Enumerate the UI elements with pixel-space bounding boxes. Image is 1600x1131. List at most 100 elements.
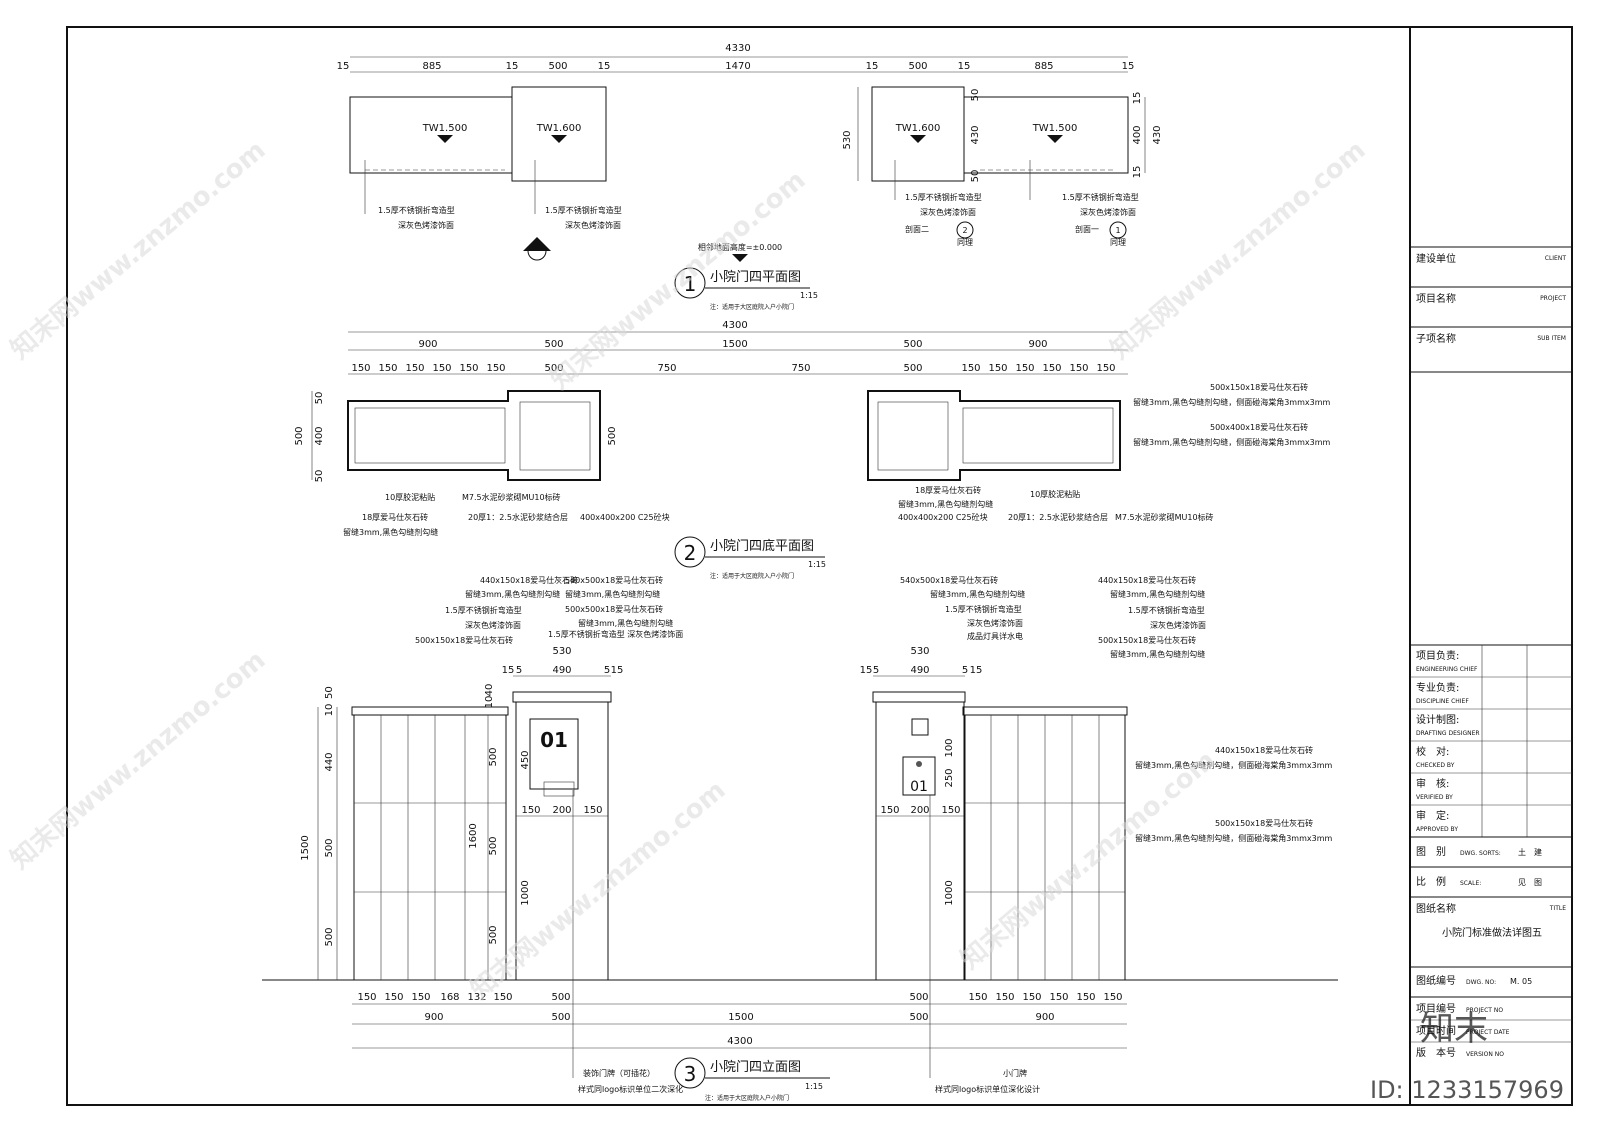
base-title-note: 注：适用于大区庭院入户小院门 [710, 572, 794, 580]
elev-b2-1: 500 [551, 1012, 570, 1023]
plan-side-r2: 50 [970, 170, 981, 183]
small-house-number: 01 [910, 779, 928, 795]
tb-ver-cn: 版 本号 [1416, 1046, 1456, 1059]
elev-nr-2: 1.5厚不锈钢折弯造型 [945, 604, 1022, 614]
elev-ps-1: 5 [516, 665, 522, 676]
tb-scale-val: 见 图 [1518, 878, 1542, 887]
sheet-border [66, 26, 1573, 1106]
level-marker-icon [910, 135, 926, 143]
elev-scale: 1:15 [805, 1082, 823, 1091]
elev-ih-0: 10 [484, 696, 495, 709]
elev-pw-1: 200 [552, 805, 571, 816]
base-nl-0: 10厚胶泥粘贴 [385, 492, 435, 502]
plan-sec-sub-1: 同理 [1110, 238, 1126, 247]
tb-name-en: TITLE [1549, 905, 1566, 912]
elev-rp-0: 100 [944, 738, 955, 757]
elev-pier-top-left: 530 [552, 646, 571, 657]
elev-nl-1: 留缝3mm,黑色勾缝剂勾缝 [465, 589, 560, 599]
tb-client-en: CLIENT [1545, 255, 1567, 262]
plan-tag-3: TW1.500 [1032, 123, 1078, 134]
plan-seg-8: 15 [958, 61, 971, 72]
base-ls-5: 150 [486, 363, 505, 374]
elev-b1-0: 150 [357, 992, 376, 1003]
elev-b1-1: 150 [384, 992, 403, 1003]
view-number-circle [674, 267, 706, 299]
tb-no-en: DWG. NO: [1466, 979, 1496, 986]
plan-pier-left [511, 86, 607, 182]
tb-ver-en: VERSION NO [1466, 1051, 1504, 1058]
elev-ns-1: 留缝3mm,黑色勾缝剂勾缝，侧面碰海棠角3mmx3mm [1135, 760, 1333, 770]
plan-note-b-3: 深灰色烤漆饰面 [920, 207, 976, 217]
watermark-brand: 知末 [1420, 1009, 1488, 1049]
base-top-3: 500 [903, 339, 922, 350]
tb-projdate-en: PROJECT DATE [1466, 1029, 1510, 1036]
elev-ih-1: 40 [484, 684, 495, 697]
elev-total-height: 1500 [300, 835, 311, 860]
plan-far-1: 400 [1132, 125, 1143, 144]
elev-psr-3: 5 [962, 665, 968, 676]
tb-row-4-en: VERIFIED BY [1416, 794, 1453, 801]
elev-ih-3: 500 [488, 836, 499, 855]
base-rs-3: 150 [1042, 363, 1061, 374]
elev-ps-3: 5 [604, 665, 610, 676]
plan-sec-num-1: 1 [1115, 226, 1120, 235]
elev-psr-4: 15 [970, 665, 983, 676]
plan-scale: 1:15 [800, 291, 818, 300]
plan-wall-left [349, 96, 513, 174]
elev-left-low: 1000 [520, 880, 531, 905]
base-title: 小院门四底平面图 [710, 538, 814, 554]
elev-right-pier-cap [872, 691, 966, 703]
elev-ns-3: 留缝3mm,黑色勾缝剂勾缝，侧面碰海棠角3mmx3mm [1135, 833, 1333, 843]
base-ms-2: 750 [791, 363, 810, 374]
base-lside-2: 50 [314, 470, 325, 483]
base-nr-0: 18厚爱马仕灰石砖 [915, 485, 981, 495]
tb-row-1-en: DISCIPLINE CHIEF [1416, 698, 1469, 705]
elev-right-low: 1000 [944, 880, 955, 905]
elev-bnl-0: 装饰门牌（可插花） [583, 1068, 655, 1078]
plan-ground-level: 相邻地面高度=±0.000 [698, 242, 782, 252]
plan-tag-0: TW1.500 [422, 123, 468, 134]
plan-tag-1: TW1.600 [536, 123, 582, 134]
elev-lh-0: 10 [324, 704, 335, 717]
plan-seg-2: 15 [506, 61, 519, 72]
base-ls-4: 150 [459, 363, 478, 374]
base-lside-0: 50 [314, 392, 325, 405]
watermark-text: 知末网www.znzmo.com [5, 645, 271, 875]
elev-ps-2: 490 [552, 665, 571, 676]
plan-pier-right [871, 86, 965, 182]
elev-b1-2: 150 [411, 992, 430, 1003]
watermark-text: 知末网www.znzmo.com [955, 745, 1221, 975]
base-ms-0: 500 [544, 363, 563, 374]
level-marker-icon [732, 254, 748, 262]
plan-sec-num-2: 2 [962, 226, 967, 235]
tb-row-2-en: DRAFTING DESIGNER [1416, 730, 1480, 737]
plan-elev-mark: 3 [534, 241, 539, 250]
logo-icon [916, 761, 922, 767]
level-marker-icon [1047, 135, 1063, 143]
elev-lh-3: 500 [324, 838, 335, 857]
elevation-arrow-icon [523, 237, 551, 251]
base-nr-3: 20厚1：2.5水泥砂浆结合层 [1008, 512, 1108, 522]
tb-no-val: M. 05 [1510, 977, 1532, 986]
base-nr-1: 留缝3mm,黑色勾缝剂勾缝 [898, 499, 993, 509]
elev-b1-12: 150 [1076, 992, 1095, 1003]
flower-slot [543, 781, 575, 797]
elev-left-wall [353, 714, 507, 981]
elev-rpw-1: 200 [910, 805, 929, 816]
base-scale: 1:15 [808, 560, 826, 569]
elev-b2-3: 500 [909, 1012, 928, 1023]
plan-view: 4330 15 885 15 500 15 1470 15 500 15 885… [337, 43, 1163, 311]
tb-row-0-cn: 项目负责: [1416, 649, 1459, 662]
elev-nr-3: 深灰色烤漆饰面 [967, 618, 1023, 628]
plan-note-b-4: 深灰色烤漆饰面 [1080, 207, 1136, 217]
base-rs-4: 150 [1069, 363, 1088, 374]
elev-title: 小院门四立面图 [710, 1060, 801, 1075]
tb-sort-cn: 图 别 [1416, 846, 1446, 858]
elev-nm-1: 留缝3mm,黑色勾缝剂勾缝 [565, 589, 660, 599]
plan-sec-label-2: 剖面二 [905, 224, 929, 234]
tb-projdate-cn: 项目时间 [1416, 1024, 1456, 1037]
base-nr-5: M7.5水泥砂浆砌MU10标砖 [1115, 512, 1214, 522]
elev-b1-13: 150 [1103, 992, 1122, 1003]
elev-ns-2: 500x150x18爱马仕灰石砖 [1215, 818, 1313, 828]
